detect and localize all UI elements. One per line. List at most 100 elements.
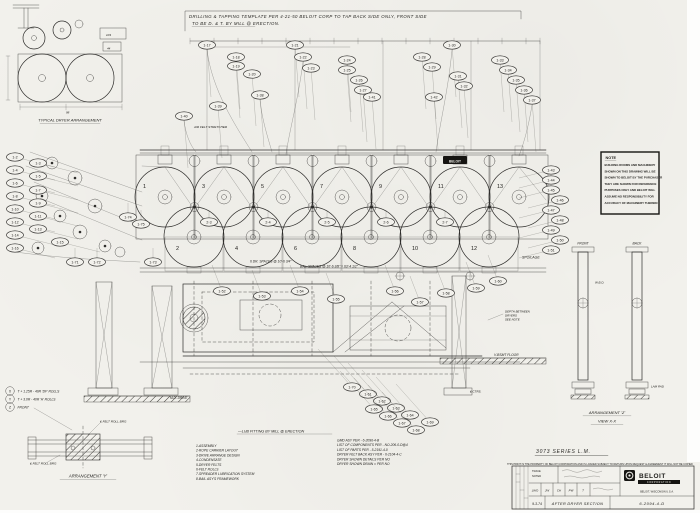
- callout-balloon-label: 1-22: [299, 55, 306, 59]
- label-lam-pad: LAM PAD: [651, 385, 665, 389]
- left-list-item: 6-FELT ROLLS: [196, 468, 219, 472]
- left-list-item: 4-CONDENSATE: [196, 458, 222, 462]
- title-block-initial-cell: LWO: [532, 489, 539, 493]
- callout-balloon: [507, 75, 525, 85]
- callout-balloon-label: 1-15: [56, 240, 63, 244]
- title-block-initial-cell: CH: [557, 489, 562, 493]
- callout-balloon-label: 1-4: [12, 168, 17, 172]
- cylinder-number: 6: [294, 246, 297, 252]
- callout-balloon: [467, 283, 485, 293]
- callout-balloon: [350, 75, 368, 85]
- right-list-item: LIST OF PARTS PER - 5-2191-4-0: [337, 448, 388, 452]
- cylinder-number: 12: [471, 246, 477, 252]
- callout-balloon: [425, 92, 443, 102]
- cylinder-number: 4: [235, 246, 238, 252]
- note-box-line: SHOWN TO BELOIT BY THE PURCHASER: [605, 176, 664, 180]
- callout-balloon: [393, 418, 411, 428]
- callout-balloon-label: 1-3: [35, 161, 40, 165]
- label-bal-spaces: BAL. SPACES @ 10'-6 3/8" = 63'-4 1/2": [300, 265, 359, 269]
- callout-balloon: [359, 389, 377, 399]
- left-list-item: 8-BAIL ASY'S FRAMEWORK: [196, 477, 240, 481]
- drawing-date: 9-3-74: [532, 502, 542, 506]
- cylinder-number: 2: [176, 246, 179, 252]
- left-list-item: 2-ROPE CARRIER LAYOUT: [195, 449, 239, 453]
- callout-balloon-label: 1-74: [124, 215, 131, 219]
- annotations: AIR FELT STRETCHER BELOIT 6 DR. SPACES @…: [29, 125, 665, 480]
- title-block-initial-cell: JW: [545, 489, 549, 493]
- callout-balloon: [542, 245, 560, 255]
- callout-balloon: [491, 55, 509, 65]
- callout-balloon-label: 1-30: [448, 43, 455, 47]
- callout-balloon: [327, 294, 345, 304]
- callout-balloon-label: 2-3: [206, 220, 211, 224]
- callout-balloon: [436, 217, 454, 227]
- callout-balloon: [413, 52, 431, 62]
- callout-balloon-label: 1-18: [232, 55, 239, 59]
- left-felt-run: [25, 151, 143, 258]
- left-list-item: 5-DRYER FELTS: [196, 463, 222, 467]
- label-md-drive: M.D. DRIVE: [170, 396, 188, 400]
- callout-balloon-label: 1-34: [504, 68, 511, 72]
- callout-balloon-label: 1-25: [343, 68, 350, 72]
- callout-balloon-label: 1-24: [343, 58, 350, 62]
- callout-balloon-label: 1-42: [430, 95, 437, 99]
- label-depth-2: DRYERS: [505, 314, 517, 318]
- callout-balloon-label: 1-36: [520, 88, 527, 92]
- callout-balloon: [6, 243, 24, 253]
- callout-balloon: [286, 40, 304, 50]
- callout-balloon-label: 1-53: [258, 294, 265, 298]
- label-depth-3: SEE NOTE: [505, 318, 520, 322]
- callout-balloon: [354, 85, 372, 95]
- callout-balloon: [51, 237, 69, 247]
- cylinder-number: 9: [379, 184, 382, 190]
- callout-balloon-label: 1-66: [384, 414, 391, 418]
- callout-balloon-label: 1-47: [547, 208, 554, 212]
- callout-balloon: [6, 165, 24, 175]
- noted-label: NOTED: [532, 474, 541, 478]
- callout-balloon-label: 1-65: [370, 407, 377, 411]
- callout-balloon: [338, 65, 356, 75]
- callout-balloon-label: 1-75: [137, 222, 144, 226]
- callout-balloon: [379, 411, 397, 421]
- callout-balloon-label: 1-27: [359, 88, 366, 92]
- roll-key-letter: Y: [9, 398, 12, 402]
- callout-balloon-label: 1-71: [71, 260, 78, 264]
- callout-balloon: [6, 152, 24, 162]
- right-list-item: GMD ASY PER - 6-2096-4-B: [337, 439, 380, 443]
- callout-balloon-label: 1-17: [203, 43, 210, 47]
- callout-balloon-label: 1-63: [392, 406, 399, 410]
- note-box-line: ASSUME NO RESPONSIBILITY FOR: [605, 195, 655, 199]
- callout-balloon: [144, 257, 162, 267]
- callout-balloon-label: 1-39: [214, 104, 221, 108]
- callout-balloon: [365, 404, 383, 414]
- roll-key-text: FRONT: [18, 406, 30, 410]
- top-dimension-lines: [189, 37, 541, 151]
- property-note: THIS PRINT IS THE PROPERTY OF BELOIT COR…: [507, 463, 693, 466]
- callout-balloon-label: 1-20: [248, 72, 255, 76]
- callout-balloon: [259, 217, 277, 227]
- callout-balloon-label: 1-46: [556, 198, 563, 202]
- callout-balloon-label: 1-73: [149, 260, 156, 264]
- note-box-title: NOTE: [606, 156, 617, 160]
- left-list-item: 3-DRIVE ARRANGE DESIGN: [196, 453, 240, 457]
- callout-balloon-label: 1-8: [12, 194, 17, 198]
- callout-balloon: [387, 403, 405, 413]
- callout-balloon: [88, 257, 106, 267]
- callout-balloon: [6, 217, 24, 227]
- callout-balloon-label: 1-43: [547, 168, 554, 172]
- title-block-initial-cell: T: [582, 489, 584, 493]
- company-name: BELOIT: [639, 473, 666, 480]
- label-ctrs: ₤ CTRS.: [469, 390, 482, 394]
- left-list-item: 7-SPREADER LUBRICATION SYSTEM: [196, 472, 255, 476]
- drilling-note: DRILLING & TAPPING TEMPLATE PER 4-21-50 …: [184, 10, 522, 32]
- callout-balloon: [29, 211, 47, 221]
- callout-balloon: [29, 198, 47, 208]
- callout-balloon: [373, 396, 391, 406]
- callout-balloon-label: 1-50: [556, 238, 563, 242]
- label-spoilage: SPOILAGE: [522, 256, 540, 260]
- callout-balloon: [449, 71, 467, 81]
- callout-balloon: [523, 95, 541, 105]
- callout-balloon-label: 1-14: [11, 233, 18, 237]
